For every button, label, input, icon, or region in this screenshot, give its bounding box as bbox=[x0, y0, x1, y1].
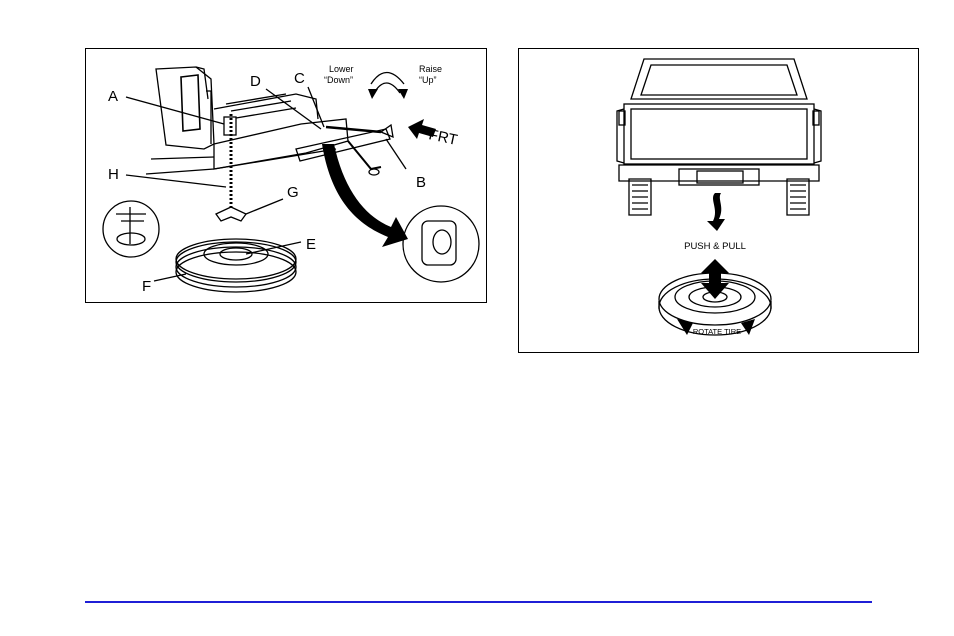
label-c: C bbox=[294, 70, 305, 87]
raise-arrowhead-icon bbox=[398, 89, 408, 99]
label-b: B bbox=[416, 174, 426, 191]
label-e: E bbox=[306, 236, 316, 253]
rear-view-illustration: PUSH & PULL ROTATE TIRE bbox=[616, 58, 822, 336]
lower-down-label: “Down” bbox=[324, 75, 353, 85]
rotate-right-arrow-icon bbox=[741, 319, 755, 335]
label-f: F bbox=[142, 278, 151, 295]
rotate-tire-label: ROTATE TIRE bbox=[693, 327, 741, 336]
lower-arrowhead-icon bbox=[368, 89, 378, 99]
label-g: G bbox=[287, 184, 299, 201]
curved-arrow-icon bbox=[322, 144, 408, 247]
label-a: A bbox=[108, 88, 118, 105]
rotate-left-arrow-icon bbox=[677, 319, 693, 335]
spare-tire-hoist-figure: A D C B H G E F Lower “Down” Raise “Up” … bbox=[85, 48, 487, 303]
push-pull-label: PUSH & PULL bbox=[684, 241, 746, 252]
push-pull-arrow-icon bbox=[701, 259, 729, 299]
label-h: H bbox=[108, 166, 119, 183]
raise-up-label: “Up” bbox=[419, 75, 437, 85]
down-arrow-icon bbox=[707, 193, 725, 231]
spare-tire-rear-view-figure: PUSH & PULL ROTATE TIRE bbox=[518, 48, 919, 353]
front-arrow-icon bbox=[408, 119, 436, 139]
label-d: D bbox=[250, 73, 261, 90]
hoist-illustration: A D C B H G E F Lower “Down” Raise “Up” … bbox=[102, 64, 480, 295]
footer-rule bbox=[85, 601, 872, 603]
front-label: FRT bbox=[427, 126, 459, 149]
raise-label: Raise bbox=[419, 64, 442, 74]
lower-label: Lower bbox=[329, 64, 354, 74]
